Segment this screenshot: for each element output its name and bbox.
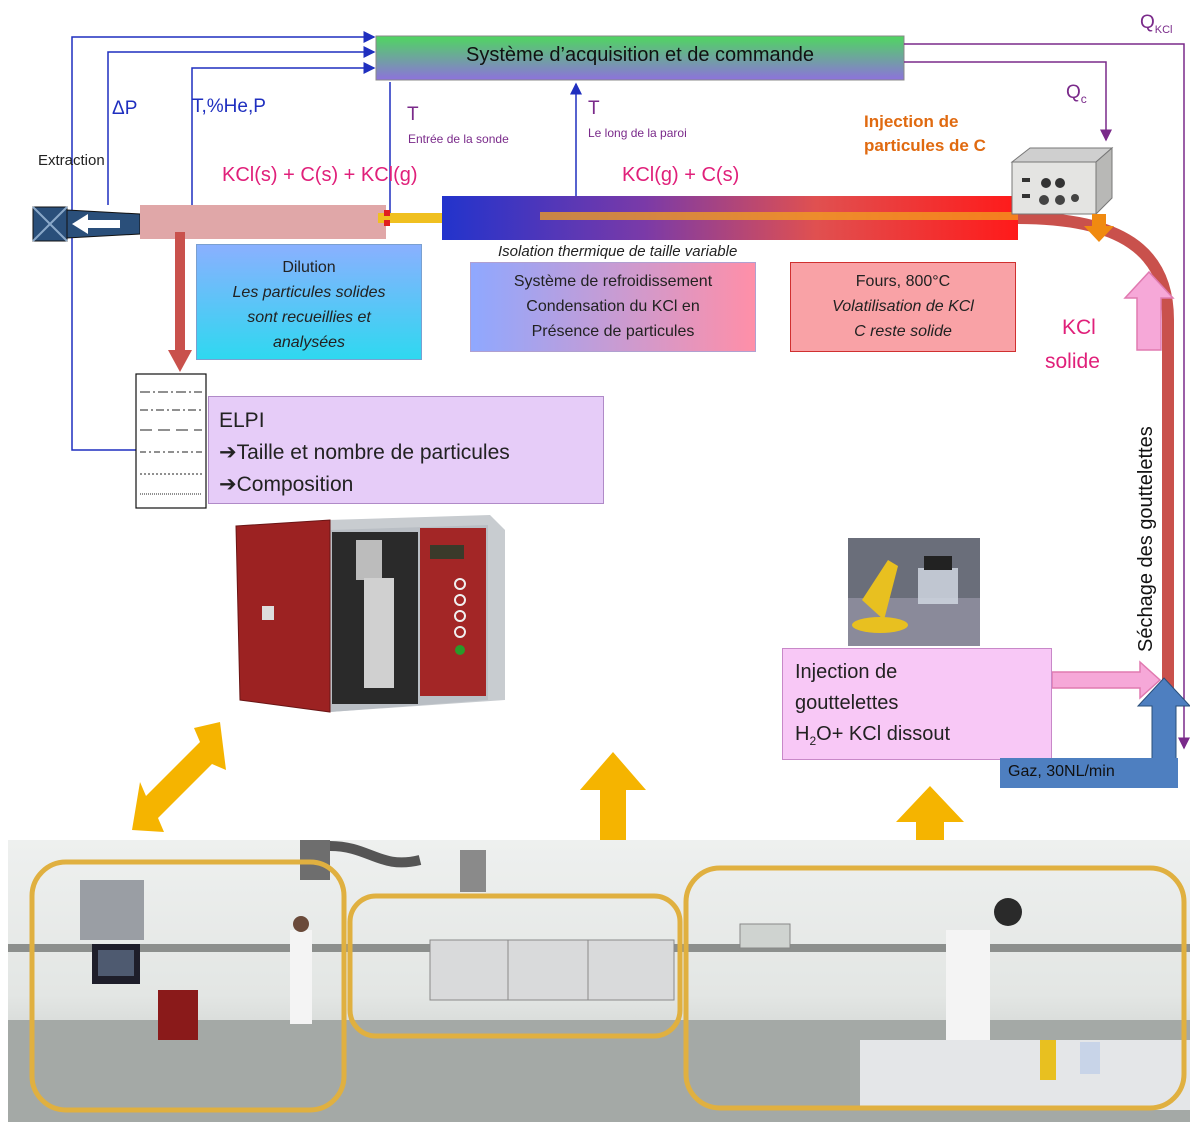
right-arrow-icon: ➔	[219, 473, 237, 496]
temp-he-p-label: T,%He,P	[192, 96, 266, 117]
laboratory-photo	[8, 840, 1190, 1122]
particle-injector-device	[1010, 146, 1114, 216]
injection-c-label: Injection de particules de C	[864, 112, 986, 155]
photo-highlight-frames	[29, 859, 1187, 1113]
q-kcl-label: QKCl	[1140, 12, 1173, 36]
t-wall-sublabel: Le long de la paroi	[588, 126, 687, 140]
return-tube	[1017, 212, 1174, 690]
cooling-line-2: Condensation du KCl en	[526, 298, 700, 315]
elpi-instrument-picture	[235, 515, 505, 713]
dilution-title: Dilution	[282, 259, 336, 276]
furnace-line-3: C reste solide	[854, 323, 952, 340]
q-kcl-subscript: KCl	[1154, 23, 1173, 36]
acquisition-title: Système d’acquisition et de commande	[466, 44, 814, 66]
t-inlet-sublabel: Entrée de la sonde	[408, 132, 509, 146]
droplets-box: Injection de gouttelettes H2O+ KCl disso…	[782, 648, 1052, 760]
furnace-line-2: Volatilisation de KCl	[832, 298, 974, 315]
t-inlet-label: T	[407, 104, 419, 125]
h2o-h: H	[795, 723, 810, 745]
t-wall-label: T	[588, 98, 600, 119]
droplets-line-2: gouttelettes	[795, 692, 899, 714]
kcl-solide-label-1: KCl	[1062, 316, 1096, 339]
elpi-box: ELPI ➔Taille et nombre de particules ➔Co…	[208, 396, 604, 504]
cooling-line-1: Système de refroidissement	[513, 273, 713, 290]
acquisition-box	[375, 35, 905, 81]
isolation-label: Isolation thermique de taille variable	[498, 243, 738, 260]
delta-p-label: ΔP	[112, 98, 138, 119]
cooling-box: Système de refroidissement Condensation …	[470, 262, 756, 352]
kcl-solide-label-2: solide	[1045, 350, 1100, 373]
gas-up-arrow	[1136, 677, 1190, 761]
right-arrow-icon: ➔	[219, 441, 237, 464]
kcl-gas-label: KCl(g) + C(s)	[622, 164, 740, 186]
probe-line	[378, 213, 442, 223]
extraction-pump-icon	[32, 206, 141, 242]
q-kcl-symbol: Q	[1140, 12, 1155, 33]
sechage-label: Séchage des gouttelettes	[1135, 426, 1157, 652]
dilution-box: Dilution Les particules solides sont rec…	[196, 244, 422, 360]
h2o-subscript: 2	[809, 734, 817, 748]
dilution-arrow	[168, 232, 192, 372]
q-c-subscript: c	[1080, 91, 1087, 106]
command-wires	[904, 43, 1190, 750]
gas-box: Gaz, 30NL/min	[1000, 758, 1178, 788]
cooling-line-3: Présence de particules	[531, 323, 695, 340]
kcl-up-arrow	[1123, 270, 1175, 351]
elpi-line-2: ➔Composition	[219, 469, 593, 501]
furnace-box: Fours, 800°C Volatilisation de KCl C res…	[790, 262, 1016, 352]
elpi-line-1: ➔Taille et nombre de particules	[219, 437, 593, 469]
gas-label: Gaz, 30NL/min	[1008, 763, 1115, 780]
droplet-arrow	[1051, 660, 1162, 700]
furnace-line-1: Fours, 800°C	[855, 273, 951, 290]
orange-injection-arrow	[1084, 214, 1114, 242]
dilution-body: Les particules solides sont recueillies …	[232, 284, 386, 351]
q-c-label: Qc	[1066, 82, 1087, 106]
kcl-mix-label: KCl(s) + C(s) + KCl(g)	[222, 164, 418, 186]
elpi-title: ELPI	[219, 409, 265, 432]
extraction-label: Extraction	[38, 152, 105, 169]
q-c-symbol: Q	[1066, 82, 1081, 103]
h2o-rest: O+ KCl dissout	[816, 723, 951, 745]
droplet-generator-picture	[848, 538, 980, 646]
elpi-line-1-text: Taille et nombre de particules	[236, 441, 510, 464]
droplets-line-1: Injection de	[795, 661, 898, 683]
elpi-line-2-text: Composition	[236, 473, 354, 496]
elpi-impactor-icon	[135, 373, 207, 509]
signal-wires	[71, 31, 582, 451]
double-arrow-elpi	[132, 722, 226, 832]
droplets-line-3: H2O+ KCl dissout	[795, 719, 1039, 757]
